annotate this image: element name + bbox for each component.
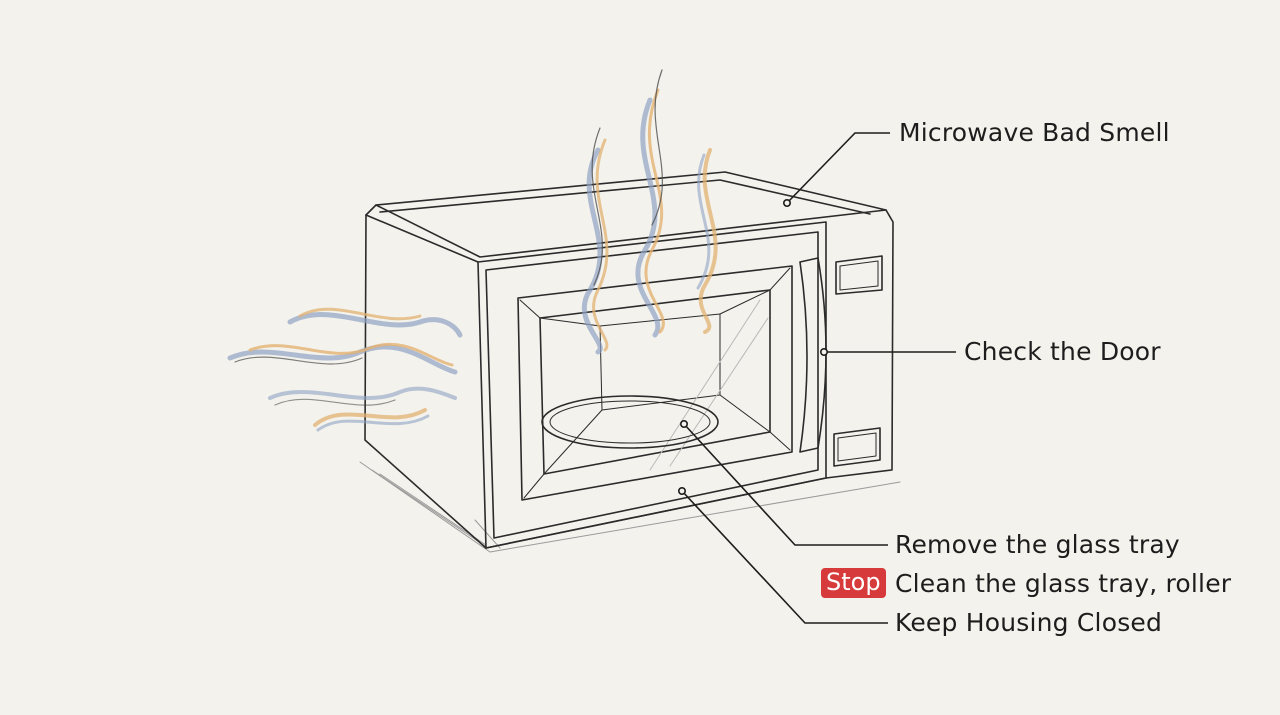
microwave-door	[477, 221, 827, 549]
leader-tray	[683, 423, 888, 546]
glass-tray	[541, 395, 719, 449]
door-handle	[799, 257, 827, 453]
label-clean-glass-tray: Clean the glass tray, roller	[895, 569, 1232, 598]
label-keep-housing-closed: Keep Housing Closed	[895, 608, 1163, 637]
microwave-housing	[364, 171, 894, 549]
floor-shadow	[359, 461, 901, 553]
control-panel	[833, 255, 883, 467]
leader-housing	[681, 490, 888, 624]
leader-smell	[786, 132, 890, 204]
label-remove-glass-tray: Remove the glass tray	[895, 530, 1180, 559]
odor-waves-top	[581, 69, 718, 355]
odor-waves-left	[227, 307, 463, 432]
label-check-the-door: Check the Door	[964, 337, 1161, 366]
label-microwave-bad-smell: Microwave Bad Smell	[899, 118, 1170, 147]
stop-badge: Stop	[821, 568, 886, 598]
leader-lines	[677, 132, 956, 624]
